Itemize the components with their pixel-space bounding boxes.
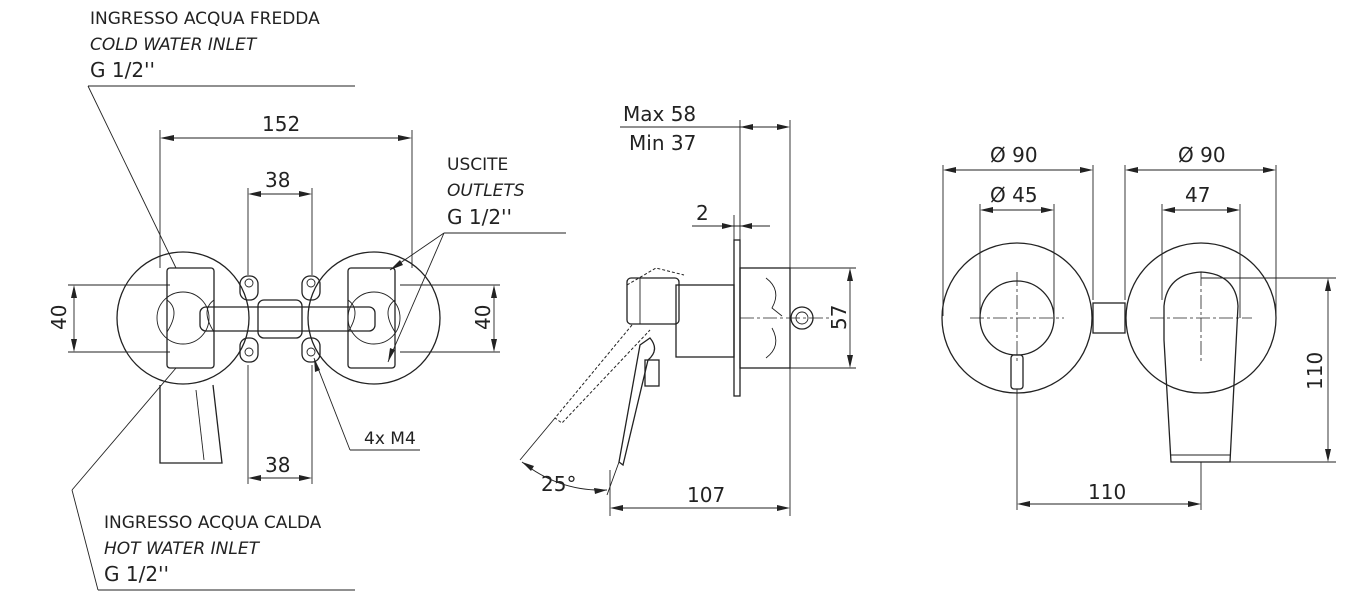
- front-view: INGRESSO ACQUA FREDDA COLD WATER INLET G…: [47, 9, 566, 591]
- left-rosette-inner: [156, 291, 210, 345]
- dim-152-text: 152: [262, 112, 300, 136]
- side-wall-plate: [733, 239, 741, 397]
- dim-max-arrow-l: [740, 124, 753, 130]
- hot-inlet-label-en: HOT WATER INLET: [104, 539, 261, 559]
- side-body: [675, 284, 735, 358]
- dim-centers-arrow-r: [1188, 501, 1201, 507]
- screw-leader-arrow: [314, 358, 320, 372]
- dim-right-lever-arrow-l: [1162, 207, 1175, 213]
- angle-ext-2: [606, 461, 620, 496]
- side-lever: [618, 337, 656, 467]
- right-valve-flare: [347, 299, 396, 333]
- connecting-pipe: [199, 306, 376, 332]
- right-lever: [1163, 271, 1239, 463]
- dim-centers-arrow-l: [1017, 501, 1030, 507]
- dim-left-plate-text: Ø 90: [990, 143, 1038, 167]
- dim-left-plate-arrow-r: [1080, 167, 1093, 173]
- screw-label: 4x M4: [364, 429, 416, 449]
- right-rosette-inner: [347, 291, 401, 345]
- side-lever-raised: [554, 324, 651, 424]
- dim-57-text: 57: [827, 305, 851, 330]
- cold-inlet-label-en: COLD WATER INLET: [90, 35, 258, 55]
- dim-40-left-arrow-t: [71, 285, 77, 298]
- side-handle-hub: [626, 277, 680, 325]
- left-rosette: [116, 251, 250, 385]
- dim-right-lever-text: 47: [1185, 183, 1210, 207]
- dim-107-text: 107: [687, 483, 725, 507]
- dim-height-arrow-b: [1325, 449, 1331, 462]
- outlets-label-it: USCITE: [447, 155, 508, 175]
- dim-38-bot-arrow-l: [248, 475, 261, 481]
- plate-connector: [1092, 302, 1126, 334]
- hot-inlet-size: G 1/2'': [104, 562, 169, 586]
- right-wall-plate: [1125, 242, 1277, 394]
- outlets-size: G 1/2'': [447, 205, 512, 229]
- side-valve-detail: [765, 277, 783, 359]
- dim-right-plate-arrow-l: [1125, 167, 1138, 173]
- angle-arrow-l: [522, 462, 534, 471]
- left-valve-body: [166, 267, 215, 369]
- dim-40-left-arrow-b: [71, 339, 77, 352]
- dim-38-top-arrow-r: [299, 191, 312, 197]
- dim-max-arrow-r: [777, 124, 790, 130]
- left-valve-flare: [166, 299, 215, 333]
- dim-107-arrow-l: [610, 505, 623, 511]
- dim-left-knob-text: Ø 45: [990, 183, 1038, 207]
- angle-arrow-r: [594, 488, 607, 494]
- hot-inlet-leader-1: [71, 367, 177, 491]
- screw-leader: [313, 357, 351, 451]
- plate-view: Ø 90 Ø 45 Ø 90 47: [941, 143, 1336, 510]
- dim-right-lever-arrow-r: [1227, 207, 1240, 213]
- outlets-label-en: OUTLETS: [447, 181, 525, 201]
- dim-107-arrow-r: [777, 505, 790, 511]
- hot-inlet-leader-2: [71, 489, 99, 591]
- dim-right-plate-text: Ø 90: [1178, 143, 1226, 167]
- dim-height-text: 110: [1303, 352, 1327, 390]
- dim-152-arrow-r: [398, 135, 412, 141]
- dim-40-right-arrow-t: [491, 285, 497, 298]
- dim-40-right-text: 40: [471, 305, 495, 330]
- angle-text: 25°: [541, 472, 576, 496]
- dim-38-bot-arrow-r: [299, 475, 312, 481]
- dim-plate-arrow-l: [722, 223, 734, 229]
- hot-inlet-label-it: INGRESSO ACQUA CALDA: [104, 513, 322, 533]
- dim-min-text: Min 37: [629, 131, 696, 155]
- outlets-leader-arrow-2: [388, 348, 395, 362]
- screw-bosses: [239, 275, 321, 363]
- dim-57-arrow-t: [847, 268, 853, 281]
- dim-57-arrow-b: [847, 355, 853, 368]
- dim-plate-arrow-r: [740, 223, 752, 229]
- center-mixer: [257, 299, 303, 339]
- dim-40-right-arrow-b: [491, 339, 497, 352]
- dim-38-top-text: 38: [265, 168, 290, 192]
- dim-152-arrow-l: [160, 135, 174, 141]
- right-rosette: [307, 251, 441, 385]
- cold-inlet-leader: [87, 85, 177, 269]
- dim-38-top-arrow-l: [248, 191, 261, 197]
- side-lever-stub: [644, 359, 660, 387]
- dim-plate-text: 2: [696, 201, 709, 225]
- dim-height-arrow-t: [1325, 278, 1331, 291]
- front-lever: [159, 384, 223, 464]
- dim-right-plate-arrow-r: [1263, 167, 1276, 173]
- dim-max-text: Max 58: [623, 102, 696, 126]
- cold-inlet-label-it: INGRESSO ACQUA FREDDA: [90, 9, 320, 29]
- dim-40-left-text: 40: [47, 305, 71, 330]
- dim-left-plate-arrow-l: [943, 167, 956, 173]
- dim-left-knob-arrow-r: [1041, 207, 1054, 213]
- cold-inlet-size: G 1/2'': [90, 58, 155, 82]
- front-lever-edge: [195, 389, 205, 461]
- dim-left-knob-arrow-l: [980, 207, 993, 213]
- angle-ext-1: [519, 417, 556, 461]
- dim-38-bot-text: 38: [265, 453, 290, 477]
- side-view: Max 58 Min 37 2 57: [519, 102, 856, 516]
- dim-centers-text: 110: [1088, 480, 1126, 504]
- right-valve-body: [347, 267, 396, 369]
- outlets-leader-2: [387, 232, 445, 363]
- side-lever-raised-top: [626, 267, 685, 286]
